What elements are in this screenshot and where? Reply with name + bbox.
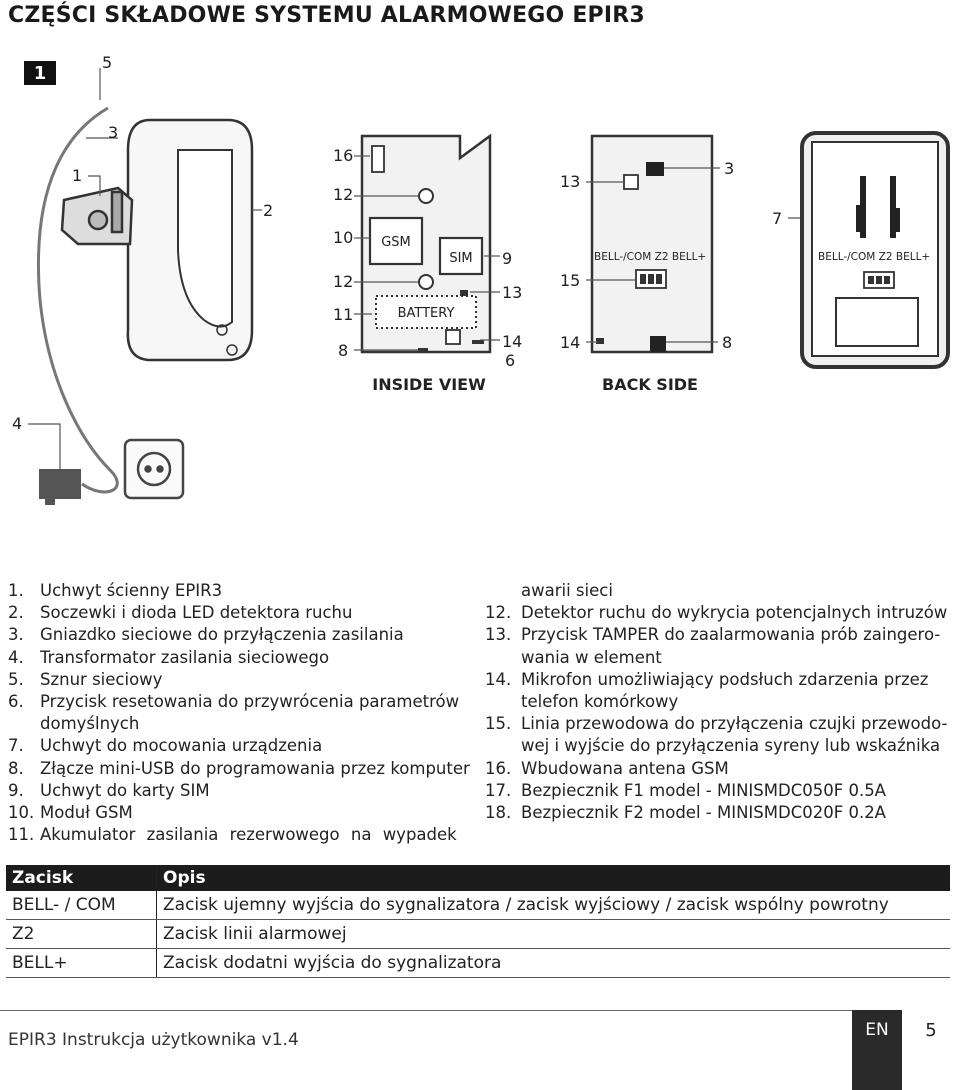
list-item: 2.Soczewki i dioda LED detektora ruchu: [8, 603, 353, 623]
callout-13-back: 13: [560, 172, 580, 191]
callout-10: 10: [333, 228, 353, 247]
terminals-label-back: BELL-/COM Z2 BELL+: [594, 251, 706, 263]
figure-number-badge: 1: [24, 61, 56, 85]
callout-12b: 12: [333, 272, 353, 291]
column-header-terminal: Zacisk: [6, 865, 157, 891]
list-item-continuation: telefon komórkowy: [521, 692, 679, 712]
list-item: 9.Uchwyt do karty SIM: [8, 780, 210, 800]
callout-15: 15: [560, 271, 580, 290]
table-header-row: Zacisk Opis: [6, 865, 950, 891]
list-item: 11.Akumulator zasilania rezerwowego na w…: [8, 825, 457, 845]
terminal-cell: BELL+: [6, 948, 157, 978]
list-item-continuation: wania w element: [521, 647, 662, 667]
footer-divider: [0, 1010, 852, 1011]
sim-label: SIM: [449, 251, 472, 266]
description-cell: Zacisk ujemny wyjścia do sygnalizatora /…: [156, 891, 950, 920]
callout-6: 6: [505, 351, 515, 370]
callout-9: 9: [502, 249, 512, 268]
callout-2: 2: [263, 201, 273, 220]
list-item: 8.Złącze mini-USB do programowania przez…: [8, 758, 470, 778]
sim-holder: [438, 236, 484, 276]
battery-label: BATTERY: [398, 306, 455, 321]
inside-view-board: [360, 133, 492, 354]
description-cell: Zacisk dodatni wyjścia do sygnalizatora: [156, 948, 950, 978]
list-item-continuation: domyślnych: [40, 714, 140, 734]
transformer-plug: [39, 469, 81, 505]
parts-list-left: 1.Uchwyt ścienny EPIR3 2.Soczewki i diod…: [8, 580, 470, 846]
wall-socket: [123, 438, 185, 500]
table-row: Z2 Zacisk linii alarmowej: [6, 919, 950, 949]
callout-8-back: 8: [722, 333, 732, 352]
list-item: 14.Mikrofon umożliwiający podsłuch zdarz…: [485, 669, 929, 689]
list-item: 7.Uchwyt do mocowania urządzenia: [8, 736, 323, 756]
battery: [375, 295, 477, 329]
list-item: 3.Gniazdko sieciowe do przyłączenia zasi…: [8, 625, 404, 645]
terminal-cell: Z2: [6, 919, 157, 949]
callout-3: 3: [108, 123, 118, 142]
list-item: 16.Wbudowana antena GSM: [485, 758, 729, 778]
list-item: 6.Przycisk resetowania do przywrócenia p…: [8, 692, 460, 712]
list-item: 18.Bezpiecznik F2 model - MINISMDC020F 0…: [485, 803, 886, 823]
list-item: 15.Linia przewodowa do przyłączenia czuj…: [485, 714, 948, 734]
terminals-label-plate: BELL-/COM Z2 BELL+: [818, 251, 930, 263]
inside-view-caption: INSIDE VIEW: [372, 375, 486, 394]
callout-13: 13: [502, 283, 522, 302]
callout-1: 1: [72, 166, 82, 185]
callout-3-back: 3: [724, 159, 734, 178]
table-row: BELL- / COM Zacisk ujemny wyjścia do syg…: [6, 891, 950, 920]
back-side-caption: BACK SIDE: [602, 375, 698, 394]
list-item-continuation: awarii sieci: [521, 581, 613, 600]
list-item: 17.Bezpiecznik F1 model - MINISMDC050F 0…: [485, 780, 886, 800]
list-item: 12.Detektor ruchu do wykrycia potencjaln…: [485, 603, 948, 623]
footer-manual-title: EPIR3 Instrukcja użytkownika v1.4: [8, 1030, 299, 1050]
callout-11: 11: [333, 305, 353, 324]
terminal-description-table: Zacisk Opis BELL- / COM Zacisk ujemny wy…: [6, 865, 950, 978]
page-number: 5: [925, 1020, 937, 1041]
list-item: 5.Sznur sieciowy: [8, 669, 163, 689]
callout-12: 12: [333, 185, 353, 204]
callout-16: 16: [333, 146, 353, 165]
gsm-label: GSM: [381, 235, 411, 250]
list-item: 4.Transformator zasilania sieciowego: [8, 647, 330, 667]
list-item: 1.Uchwyt ścienny EPIR3: [8, 581, 223, 600]
list-item: 13.Przycisk TAMPER do zaalarmowania prób…: [485, 625, 941, 645]
components-diagram: 5 3 1 2 4 16 12 10 12 11 8 9 13 14 6 GSM…: [12, 53, 950, 505]
callout-7: 7: [772, 209, 782, 228]
list-item: 10.Moduł GSM: [8, 803, 133, 823]
callout-8: 8: [338, 341, 348, 360]
page-title: CZĘŚCI SKŁADOWE SYSTEMU ALARMOWEGO EPIR3: [8, 3, 645, 28]
mounting-plate: [800, 131, 950, 369]
table-row: BELL+ Zacisk dodatni wyjścia do sygnaliz…: [6, 948, 950, 978]
gsm-module: [368, 216, 424, 266]
terminal-cell: BELL- / COM: [6, 891, 157, 920]
callout-4: 4: [12, 414, 22, 433]
callout-5: 5: [102, 53, 112, 72]
callout-14: 14: [502, 332, 522, 351]
parts-list-right: awarii sieci 12.Detektor ruchu do wykryc…: [485, 580, 955, 824]
list-item-continuation: wej i wyjście do przyłączenia syreny lub…: [521, 736, 941, 756]
device-illustration: [36, 106, 254, 494]
column-header-description: Opis: [156, 865, 950, 891]
callout-14-back: 14: [560, 333, 580, 352]
language-tab: EN: [852, 1010, 902, 1090]
description-cell: Zacisk linii alarmowej: [156, 919, 950, 949]
